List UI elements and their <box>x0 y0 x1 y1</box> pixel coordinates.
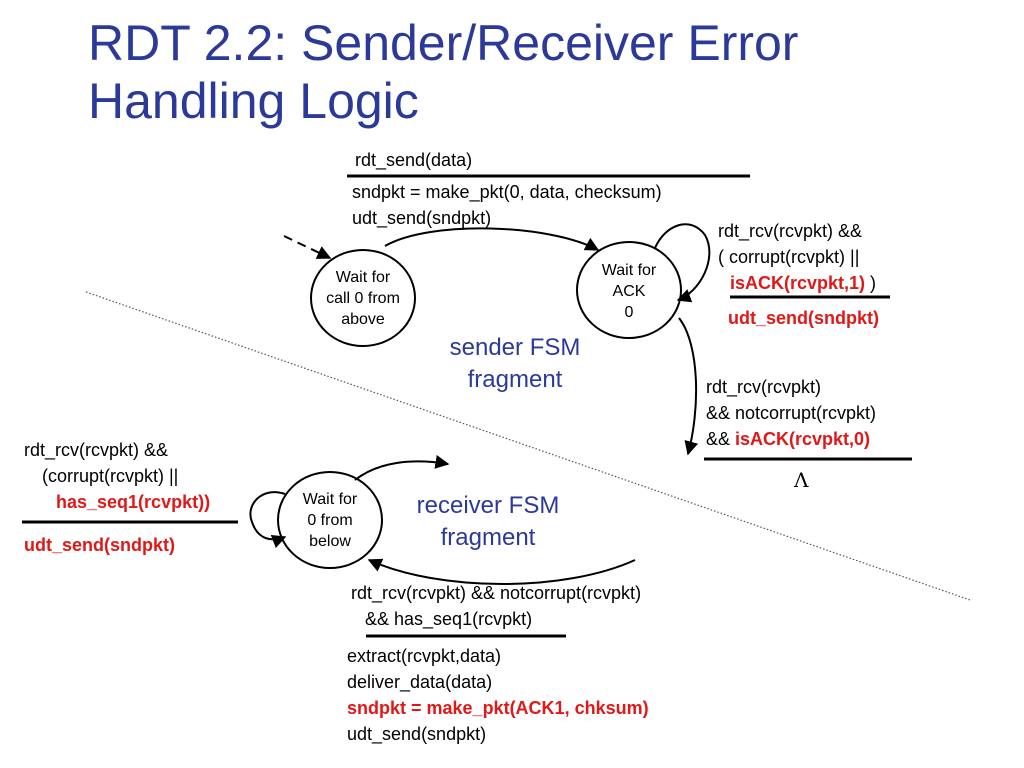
arrow-recv-out <box>354 455 450 481</box>
recv-self-event-label: rdt_rcv(rcvpkt) && (corrupt(rcvpkt) || h… <box>24 440 211 512</box>
ack-self-event-label: rdt_rcv(rcvpkt) && ( corrupt(rcvpkt) || … <box>718 221 877 293</box>
state-wait-call0-circle <box>310 249 416 347</box>
arrow-send <box>384 227 600 251</box>
arrow-recv-in <box>367 558 636 585</box>
recv-ok-actions-label: extract(rcvpkt,data) deliver_data(data) … <box>347 646 649 744</box>
arrow-recv-self-loop <box>249 491 287 549</box>
state-wait-call0: Wait for call 0 from above <box>326 269 400 328</box>
initial-arrow <box>283 235 332 259</box>
title-line-1: RDT 2.2: Sender/Receiver Error <box>88 15 799 71</box>
send-actions-label: sndpkt = make_pkt(0, data, checksum) udt… <box>352 182 662 228</box>
state-wait-0-below: Wait for 0 from below <box>302 491 358 550</box>
arrow-ack-self-loop <box>654 223 711 303</box>
arrow-ack-ok <box>678 317 699 456</box>
slide-title: RDT 2.2: Sender/Receiver Error Handling … <box>88 14 988 130</box>
ack-self-action-label: udt_send(sndpkt) <box>728 308 879 328</box>
title-line-2: Handling Logic <box>88 73 419 129</box>
state-wait-ack0: Wait for ACK 0 <box>601 262 657 321</box>
recv-ok-event-label: rdt_rcv(rcvpkt) && notcorrupt(rcvpkt) &&… <box>351 583 642 629</box>
state-wait-0-below-circle <box>277 471 383 569</box>
receiver-fsm-label: receiver FSM fragment <box>416 492 560 551</box>
recv-self-action-label: udt_send(sndpkt) <box>24 535 175 555</box>
send-event-label: rdt_send(data) <box>355 150 473 170</box>
sender-fsm-label: sender FSM fragment <box>449 334 581 393</box>
lambda-action: Λ <box>794 468 809 492</box>
ack-ok-event-label: rdt_rcv(rcvpkt) && notcorrupt(rcvpkt) &&… <box>706 377 877 449</box>
